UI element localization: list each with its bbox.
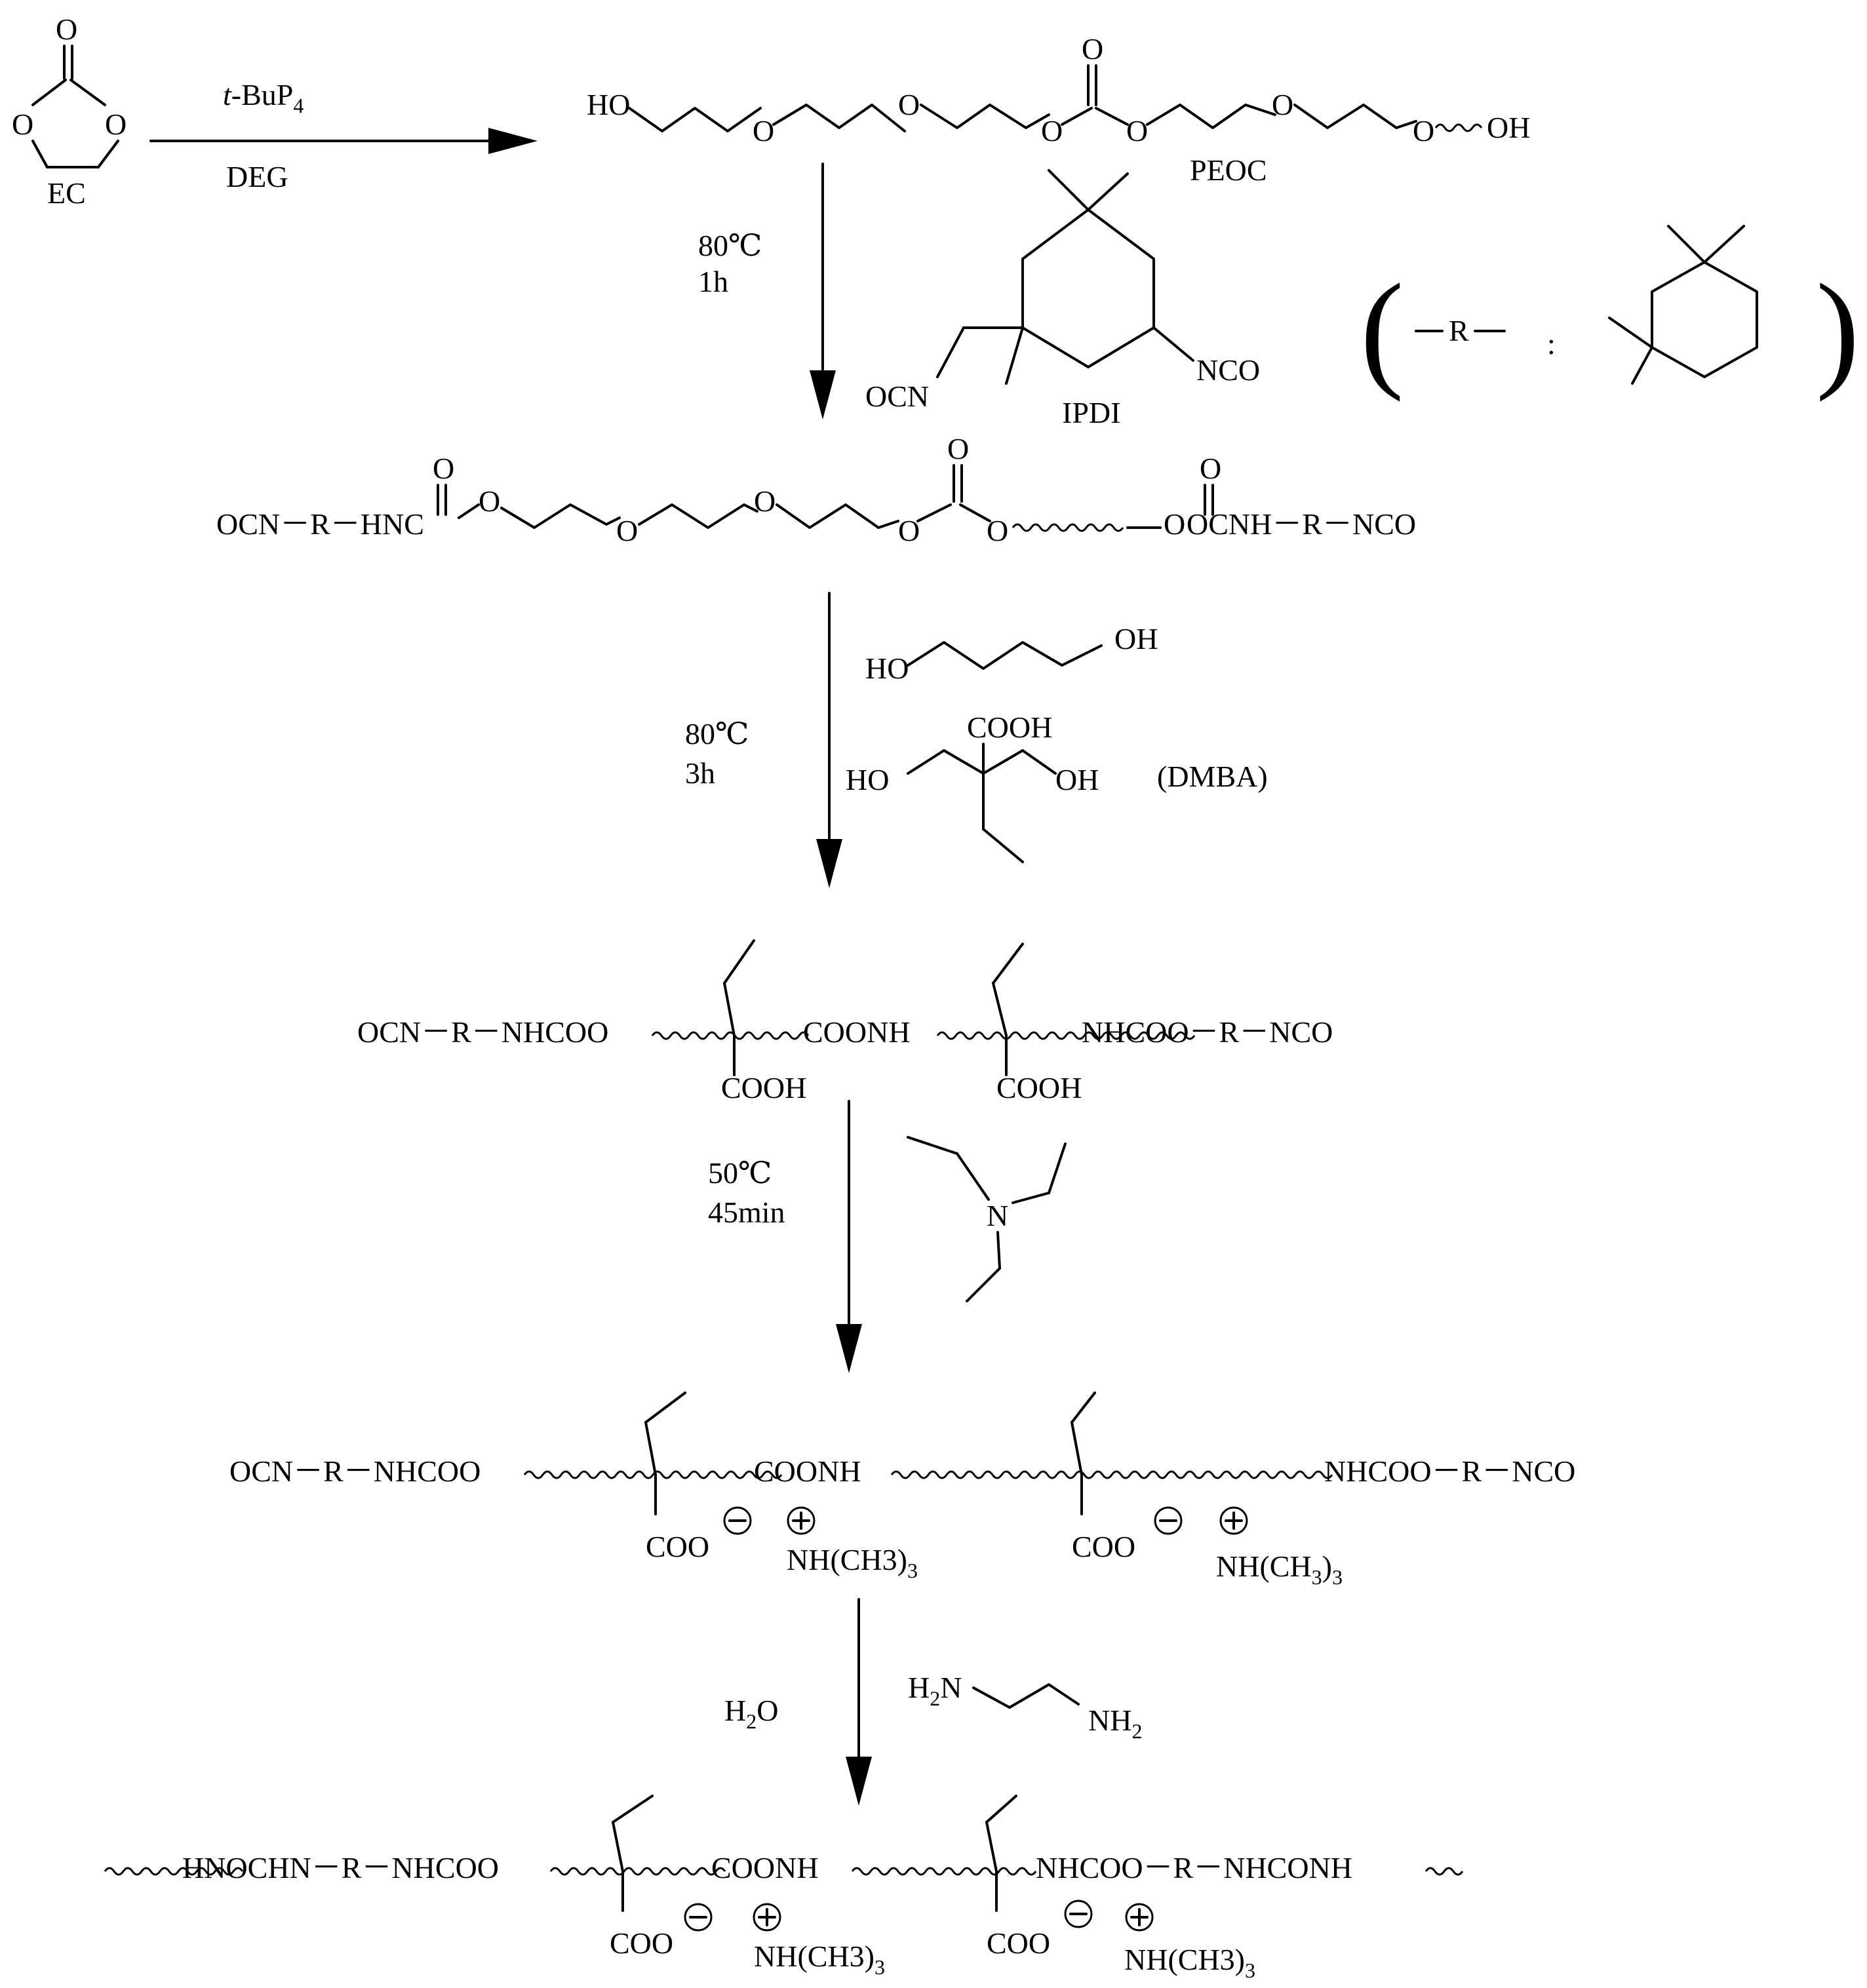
peoc-structure: HO O O O O O O O OH PEOC (587, 32, 1530, 187)
step3-arrow: 80℃ 3h (685, 592, 842, 888)
prepolymer-o4: O (898, 514, 920, 547)
peoc-o2: O (898, 88, 920, 121)
prepolymer-o2: O (616, 514, 638, 547)
prepolymer-carbonyl-o2: O (947, 432, 969, 465)
chain-extended-left: OCN－R－NHCOO (357, 1015, 608, 1049)
butanediol-structure: HO OH (865, 622, 1158, 685)
neutralized-cation1: NH(CH3)3 (787, 1543, 918, 1582)
water-label: H2O (724, 1694, 778, 1733)
prepolymer-left: OCN－R－HNC (216, 507, 424, 541)
step2-temp: 80℃ (698, 229, 762, 262)
ec-carbonyl-o: O (56, 12, 77, 46)
ipdi-ocn: OCN (865, 380, 929, 413)
prepolymer-right: OCNH－R－NCO (1187, 507, 1416, 541)
eda-h2n: H2N (908, 1671, 962, 1710)
prepolymer-o3: O (754, 484, 776, 518)
final-coo1: COO (610, 1926, 673, 1960)
dmba-cooh: COOH (967, 711, 1052, 744)
neutralized-right: NHCOO－R－NCO (1324, 1454, 1575, 1488)
bdo-ho: HO (865, 652, 909, 685)
ec-label: EC (47, 176, 86, 210)
dmba-oh: OH (1055, 763, 1099, 796)
prepolymer-o6: O (1164, 507, 1185, 541)
step1-arrow: t-BuP4 DEG (149, 78, 538, 193)
ethylene-carbonate: O O O EC (12, 12, 127, 210)
ipdi-label: IPDI (1062, 396, 1120, 429)
chain-extended-middle: COONH (803, 1015, 911, 1049)
peoc-o1: O (753, 114, 774, 147)
peoc-oh: OH (1487, 111, 1530, 144)
final-cation2: NH(CH3)3 (1124, 1943, 1255, 1982)
final-cation1: NH(CH3)3 (754, 1939, 885, 1979)
ipdi-nco: NCO (1196, 353, 1260, 387)
neutralized-middle: COONH (754, 1454, 861, 1488)
chain-extended-cooh1: COOH (721, 1071, 806, 1104)
chain-extended-structure: OCN－R－NHCOO COOH COONH COOH NHCOO－R－NCO (357, 939, 1333, 1104)
prepolymer-o5: O (987, 514, 1008, 547)
peoc-carbonyl-o: O (1082, 32, 1103, 66)
neutralized-cation2: NH(CH3)3 (1216, 1549, 1343, 1589)
peoc-o5: O (1272, 88, 1293, 121)
step4-arrow: 50℃ 45min (708, 1100, 862, 1373)
step3-time: 3h (685, 756, 715, 790)
triethylamine-structure: N (907, 1136, 1067, 1302)
peoc-o4: O (1126, 114, 1148, 147)
r-def-colon: : (1547, 327, 1556, 361)
peoc-o3: O (1041, 114, 1063, 147)
r-definition: ( R : ) (1360, 225, 1860, 402)
r-def-close-paren: ) (1816, 258, 1860, 402)
final-structure: HNOCHN－R－NHCOO COO NH(CH3)3 COONH COO NH… (104, 1795, 1464, 1982)
tea-n: N (987, 1199, 1008, 1232)
final-right: NHCOO－R－NHCONH (1036, 1851, 1352, 1884)
neutralized-coo1: COO (646, 1530, 709, 1563)
step3-temp: 80℃ (685, 717, 749, 750)
ec-ring-o-right: O (105, 107, 127, 141)
neutralized-coo2: COO (1072, 1530, 1135, 1563)
eda-nh2: NH2 (1088, 1704, 1142, 1743)
prepolymer-structure: OCN－R－HNC O O O O O O O O O OCNH－R－NCO (216, 432, 1416, 547)
peoc-label: PEOC (1190, 153, 1267, 187)
bdo-oh: OH (1114, 622, 1158, 655)
neutralized-left: OCN－R－NHCOO (229, 1454, 481, 1488)
step4-time: 45min (708, 1196, 785, 1229)
step4-temp: 50℃ (708, 1156, 772, 1190)
step5-arrow: H2O (724, 1598, 872, 1806)
ethylenediamine-structure: H2N NH2 (908, 1671, 1142, 1743)
peoc-ho: HO (587, 88, 630, 121)
r-def-r: R (1449, 314, 1469, 347)
step2-time: 1h (698, 265, 728, 298)
ipdi-structure: OCN NCO IPDI (865, 169, 1260, 429)
peoc-o6: O (1413, 114, 1434, 147)
dmba-ho: HO (846, 763, 889, 796)
ec-ring-o-left: O (12, 107, 33, 141)
chain-extended-cooh2: COOH (996, 1071, 1082, 1104)
step2-arrow: 80℃ 1h (698, 163, 836, 419)
prepolymer-carbonyl-o3: O (1200, 452, 1221, 485)
r-def-open-paren: ( (1360, 258, 1404, 402)
final-coo2: COO (987, 1926, 1050, 1960)
prepolymer-carbonyl-o1: O (433, 452, 454, 485)
dmba-label: (DMBA) (1157, 760, 1268, 793)
prepolymer-o1: O (479, 484, 500, 518)
initiator-label: DEG (226, 160, 288, 193)
neutralized-structure: OCN－R－NHCOO COO NH(CH3)3 COONH COO NH(CH… (229, 1392, 1575, 1589)
chain-extended-right: NHCOO－R－NCO (1082, 1015, 1333, 1049)
final-middle: COONH (711, 1851, 819, 1884)
dmba-structure: COOH HO OH (DMBA) (846, 711, 1268, 863)
final-left: HNOCHN－R－NHCOO (182, 1851, 499, 1884)
catalyst-label: t-BuP4 (223, 78, 304, 117)
